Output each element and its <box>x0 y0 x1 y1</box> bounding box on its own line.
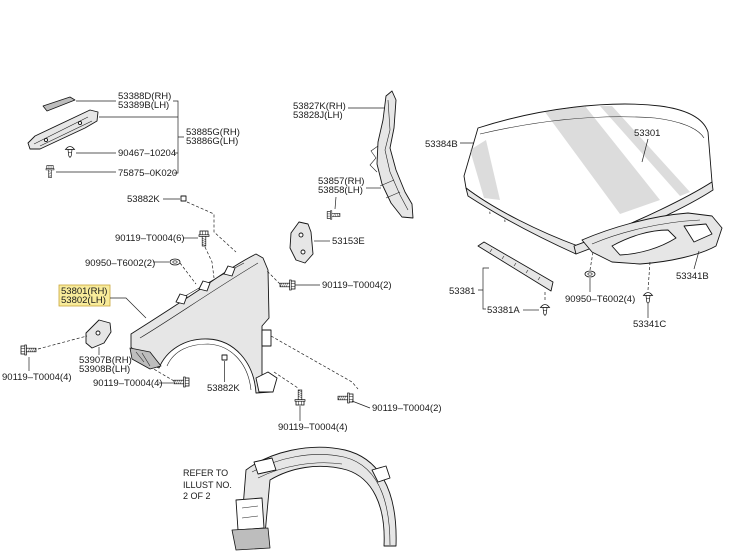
group-bracket-line <box>478 267 489 310</box>
assembly-dashed-line <box>151 367 175 382</box>
label-53388d-rh[interactable]: 53388D(RH) <box>118 91 171 102</box>
label-53857-rh[interactable]: 53857(RH) <box>318 176 364 187</box>
label-53827k-rh[interactable]: 53827K(RH) <box>293 101 346 112</box>
spacer-part-top <box>180 195 187 202</box>
label-90119-t0004-4-bottom[interactable]: 90119–T0004(4) <box>278 422 348 433</box>
label-90950-t6002-2[interactable]: 90950–T6002(2) <box>85 258 155 269</box>
assembly-dashed-line <box>37 335 88 350</box>
seal-clip-part <box>540 304 550 316</box>
front-bracket-part <box>85 319 112 349</box>
leader-line <box>334 196 337 210</box>
fender-seal-part <box>369 90 414 219</box>
label-90467-10204[interactable]: 90467–10204 <box>118 148 176 159</box>
screw-part <box>45 165 55 178</box>
bolt-part-top <box>198 230 210 247</box>
fender-label-highlight <box>58 284 111 307</box>
grommet-part <box>169 258 181 266</box>
label-53153e[interactable]: 53153E <box>332 236 365 247</box>
leader-line <box>693 250 700 270</box>
leader-line <box>641 138 649 163</box>
assembly-dashed-line <box>204 246 215 279</box>
bolt-part-front-left <box>20 344 37 356</box>
liner-note-line-1: REFER TO <box>183 468 228 478</box>
label-90119-t0004-2-lower[interactable]: 90119–T0004(2) <box>372 403 442 414</box>
label-53389b-lh[interactable]: 53389B(LH) <box>118 100 169 111</box>
hood-insulator-part <box>581 212 723 265</box>
insulator-clip-part <box>643 292 653 304</box>
liner-note-line-2: ILLUST NO. <box>183 480 232 490</box>
spacer-part-lower <box>221 354 228 361</box>
fender-part <box>129 253 278 394</box>
label-53381a[interactable]: 53381A <box>487 305 520 316</box>
label-53882k-lower[interactable]: 53882K <box>207 383 240 394</box>
leader-line <box>351 400 371 409</box>
label-53384b[interactable]: 53384B <box>425 139 458 150</box>
label-53801-rh[interactable]: 53801(RH) <box>61 286 107 297</box>
molding-strip-part <box>42 96 76 112</box>
label-90950-t6002-4[interactable]: 90950–T6002(4) <box>565 294 635 305</box>
fender-bracket-part <box>27 109 99 150</box>
assembly-dashed-line <box>265 269 281 285</box>
label-53341b[interactable]: 53341B <box>676 271 709 282</box>
label-53908b-lh[interactable]: 53908B(LH) <box>79 364 130 375</box>
support-bracket-part <box>289 221 314 264</box>
bolt-part-rear-upper <box>279 279 296 291</box>
label-53858-lh[interactable]: 53858(LH) <box>318 185 363 196</box>
label-90119-t0004-6[interactable]: 90119–T0004(6) <box>115 233 185 244</box>
label-75875-0k020[interactable]: 75875–0K020 <box>118 168 177 179</box>
liner-note-line-3: 2 OF 2 <box>183 491 211 501</box>
label-53907b-rh[interactable]: 53907B(RH) <box>79 355 132 366</box>
assembly-dashed-line <box>270 335 359 390</box>
label-90119-t0004-2-upper[interactable]: 90119–T0004(2) <box>322 280 392 291</box>
label-53341c[interactable]: 53341C <box>633 319 666 330</box>
label-53882k-top[interactable]: 53882K <box>127 194 160 205</box>
fender-liner-part <box>231 446 397 551</box>
clip-part <box>65 146 75 158</box>
assembly-dashed-line <box>186 201 237 253</box>
assembly-dashed-line <box>647 261 651 291</box>
label-90119-t0004-4-lower[interactable]: 90119–T0004(4) <box>93 378 163 389</box>
grommet-part-hood <box>584 270 596 278</box>
assembly-dashed-line <box>273 371 299 389</box>
label-53886g-lh[interactable]: 53886G(LH) <box>186 136 238 147</box>
label-53301[interactable]: 53301 <box>634 128 660 139</box>
hood-seal-part <box>477 241 554 292</box>
bolt-part-rear-lower <box>337 392 354 404</box>
label-53802-lh[interactable]: 53802(LH) <box>61 295 106 306</box>
label-53828j-lh[interactable]: 53828J(LH) <box>293 110 343 121</box>
label-53381[interactable]: 53381 <box>449 286 475 297</box>
assembly-dashed-line <box>589 251 594 271</box>
group-bracket-line <box>173 100 184 174</box>
assembly-dashed-line <box>179 262 197 285</box>
bolt-part-front-lower <box>173 376 190 388</box>
bolt-part-seal <box>326 210 341 220</box>
bolt-part-bottom <box>294 389 306 406</box>
label-53885g-rh[interactable]: 53885G(RH) <box>186 127 240 138</box>
label-90119-t0004-4-left[interactable]: 90119–T0004(4) <box>2 372 72 383</box>
leader-line <box>110 297 147 319</box>
